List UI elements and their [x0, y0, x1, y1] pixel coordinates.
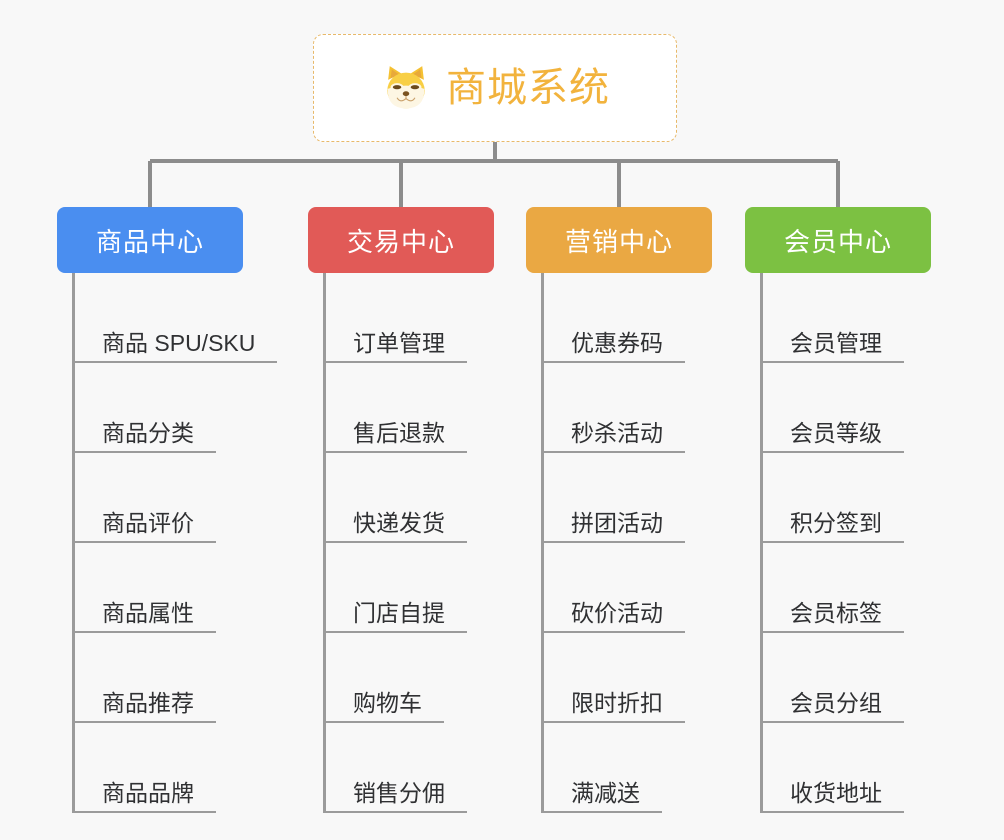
branch-label: 商品中心: [95, 226, 204, 257]
leaf-item[interactable]: 砍价活动: [541, 543, 685, 633]
leaf-item[interactable]: 售后退款: [323, 363, 467, 453]
leaf-item[interactable]: 会员等级: [760, 363, 904, 453]
leaf-item[interactable]: 商品推荐: [72, 633, 216, 723]
leaf-item[interactable]: 积分签到: [760, 453, 904, 543]
leaf-item-label: 满减送: [571, 779, 640, 806]
branch-box-trade-center[interactable]: 交易中心: [308, 207, 494, 273]
leaf-item[interactable]: 门店自提: [323, 543, 467, 633]
leaf-item-label: 会员标签: [790, 599, 882, 626]
leaf-spine: [323, 273, 326, 813]
leaf-item-label: 商品推荐: [102, 689, 194, 716]
leaf-item[interactable]: 订单管理: [323, 273, 467, 363]
leaf-item-label: 购物车: [353, 689, 422, 716]
leaf-item[interactable]: 商品品牌: [72, 723, 216, 813]
leaf-spine: [760, 273, 763, 813]
leaf-spine: [72, 273, 75, 813]
leaf-item-label: 秒杀活动: [571, 419, 663, 446]
leaf-item-label: 商品评价: [102, 509, 194, 536]
leaf-item-label: 快递发货: [353, 509, 445, 536]
leaf-item-label: 积分签到: [790, 509, 882, 536]
branch-box-product-center[interactable]: 商品中心: [57, 207, 243, 273]
leaf-item[interactable]: 满减送: [541, 723, 662, 813]
leaf-item-label: 商品属性: [102, 599, 194, 626]
leaf-item-label: 门店自提: [353, 599, 445, 626]
leaf-item-label: 砍价活动: [571, 599, 663, 626]
leaf-item-label: 商品 SPU/SKU: [102, 329, 256, 356]
leaf-item[interactable]: 优惠券码: [541, 273, 685, 363]
leaf-item-label: 会员分组: [790, 689, 882, 716]
leaf-item[interactable]: 商品属性: [72, 543, 216, 633]
leaf-item[interactable]: 购物车: [323, 633, 444, 723]
branch-box-marketing-center[interactable]: 营销中心: [526, 207, 712, 273]
leaf-item[interactable]: 商品 SPU/SKU: [72, 273, 278, 363]
branch-label: 营销中心: [564, 226, 673, 257]
leaf-item[interactable]: 限时折扣: [541, 633, 685, 723]
leaf-item[interactable]: 商品评价: [72, 453, 216, 543]
leaf-spine: [541, 273, 544, 813]
leaf-item-label: 售后退款: [353, 419, 445, 446]
branch-box-member-center[interactable]: 会员中心: [745, 207, 931, 273]
leaf-item-label: 订单管理: [353, 329, 445, 356]
leaf-item-label: 拼团活动: [571, 509, 663, 536]
leaf-item[interactable]: 拼团活动: [541, 453, 685, 543]
leaf-item-label: 商品品牌: [102, 779, 194, 806]
leaf-item[interactable]: 快递发货: [323, 453, 467, 543]
leaf-item[interactable]: 会员标签: [760, 543, 904, 633]
leaf-item[interactable]: 收货地址: [760, 723, 904, 813]
leaf-item-label: 商品分类: [102, 419, 194, 446]
branch-label: 交易中心: [346, 226, 455, 257]
leaf-item-label: 限时折扣: [571, 689, 663, 716]
leaf-item-label: 销售分佣: [353, 779, 445, 806]
branch-label: 会员中心: [783, 226, 892, 257]
leaf-item[interactable]: 销售分佣: [323, 723, 467, 813]
leaf-item[interactable]: 商品分类: [72, 363, 216, 453]
root-title: 商城系统: [446, 66, 610, 110]
leaf-item[interactable]: 会员分组: [760, 633, 904, 723]
leaf-item[interactable]: 秒杀活动: [541, 363, 685, 453]
root-node[interactable]: 商城系统: [313, 34, 677, 142]
leaf-item-label: 会员等级: [790, 419, 882, 446]
shiba-dog-icon: [380, 62, 432, 114]
leaf-item-label: 会员管理: [790, 329, 882, 356]
leaf-item-label: 优惠券码: [571, 329, 663, 356]
leaf-item[interactable]: 会员管理: [760, 273, 904, 363]
leaf-item-label: 收货地址: [790, 779, 882, 806]
